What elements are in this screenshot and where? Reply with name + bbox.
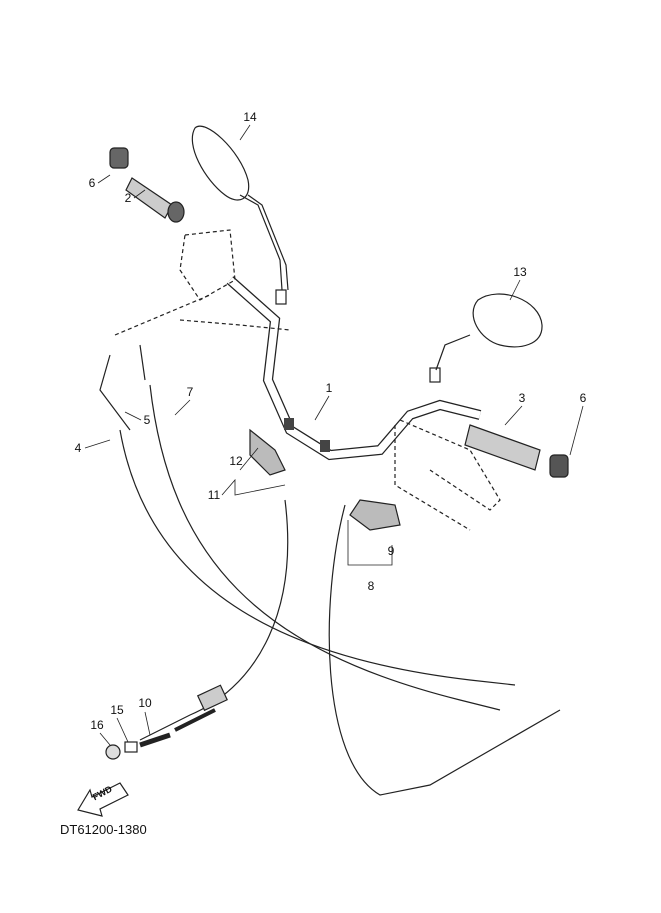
callout-4: 4 [74,441,82,455]
mirror-left [191,125,289,305]
callout-13: 13 [513,265,527,279]
callout-1: 1 [325,381,333,395]
callout-6-left: 6 [88,176,96,190]
callout-12: 12 [229,454,243,468]
callout-3: 3 [518,391,526,405]
callout-16: 16 [90,718,104,732]
fwd-arrow-icon [77,782,129,817]
grip-left [109,147,185,223]
grip-right [464,424,569,478]
diagram-code: DT61200-1380 [60,822,147,837]
switch-9 [349,499,401,531]
switch-12 [249,428,286,476]
lever-outlines [114,229,501,531]
handlebar [226,276,482,461]
callout-6-right: 6 [579,391,587,405]
callout-2: 2 [124,191,132,205]
callout-9: 9 [387,544,395,558]
callout-10: 10 [138,696,152,710]
callout-14: 14 [243,110,257,124]
mirror-right [429,293,543,383]
adjuster-parts [105,684,228,760]
leader-lines [84,124,584,746]
callout-7: 7 [186,385,194,399]
callout-5: 5 [143,413,151,427]
cables [99,344,561,796]
callout-11: 11 [207,488,221,502]
callout-15: 15 [110,703,124,717]
callout-8: 8 [367,579,375,593]
